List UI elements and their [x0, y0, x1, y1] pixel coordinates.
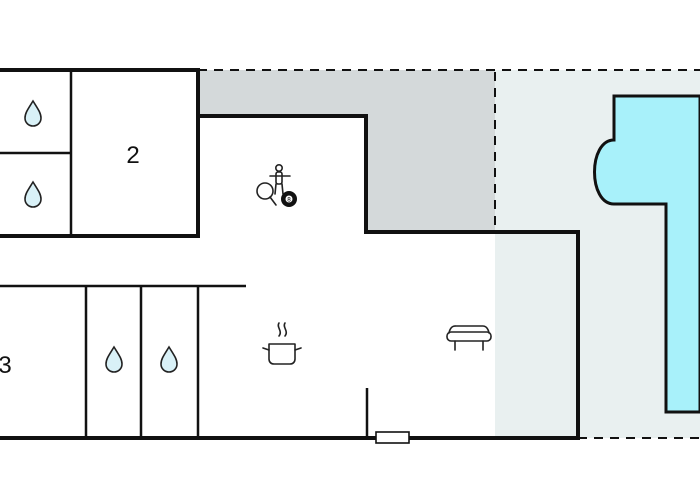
- room-label-bedroom-2: 2: [126, 142, 139, 169]
- water-drop-icon: [105, 345, 123, 373]
- table-football-pingpong-billiard-icon: 8: [256, 164, 297, 207]
- sofa-icon: [446, 325, 492, 351]
- water-drop-icon: [160, 345, 178, 373]
- cooking-pot-icon: [262, 322, 302, 365]
- water-drop-icon: [24, 99, 42, 127]
- covered-terrace-area: [198, 70, 495, 232]
- entrance-door-icon: [375, 431, 410, 444]
- room-label-bedroom-3: 3: [0, 352, 12, 379]
- svg-text:8: 8: [287, 197, 291, 204]
- swimming-pool: [593, 94, 700, 414]
- water-drop-icon: [24, 180, 42, 208]
- pingpong-paddle-icon: [256, 182, 274, 200]
